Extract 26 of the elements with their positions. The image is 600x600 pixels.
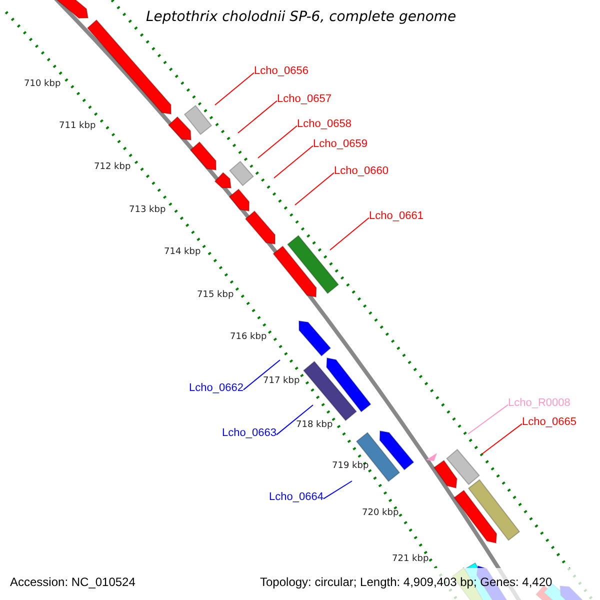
tick-label: 721 kbp [392,554,429,564]
tick-label: 720 kbp [362,508,399,518]
gene-label: Lcho_0656 [254,65,308,77]
gene-label: Lcho_0663 [222,427,276,439]
tick-label: 718 kbp [296,420,333,430]
tick-label: 712 kbp [94,162,131,172]
title: Leptothrix cholodnii SP-6, complete genome [146,9,456,25]
tick-label: 714 kbp [164,247,201,257]
tick-label: 710 kbp [24,79,61,89]
gene-label: Lcho_0660 [334,165,388,177]
gene-label: Lcho_0657 [277,93,332,105]
gene-label: Lcho_0661 [369,210,424,222]
gene-label: Lcho_0662 [189,382,244,394]
tick-label: 716 kbp [230,332,267,342]
gene-label: Lcho_0665 [522,416,576,428]
gene-label: Lcho_0659 [313,138,368,150]
footer-text: Accession: NC_010524 [10,575,136,589]
footer-text: Topology: circular; Length: 4,909,403 bp; Genes: 4,420 [260,575,552,589]
tick-label: 715 kbp [197,290,234,300]
gene-label: Lcho_0658 [297,118,352,130]
tick-label: 711 kbp [59,121,96,131]
tick-label: 717 kbp [263,376,300,386]
gene-label: Lcho_0664 [269,491,324,503]
tick-label: 713 kbp [129,205,166,215]
tick-label: 719 kbp [332,461,369,471]
gene-label: Lcho_R0008 [508,397,570,409]
